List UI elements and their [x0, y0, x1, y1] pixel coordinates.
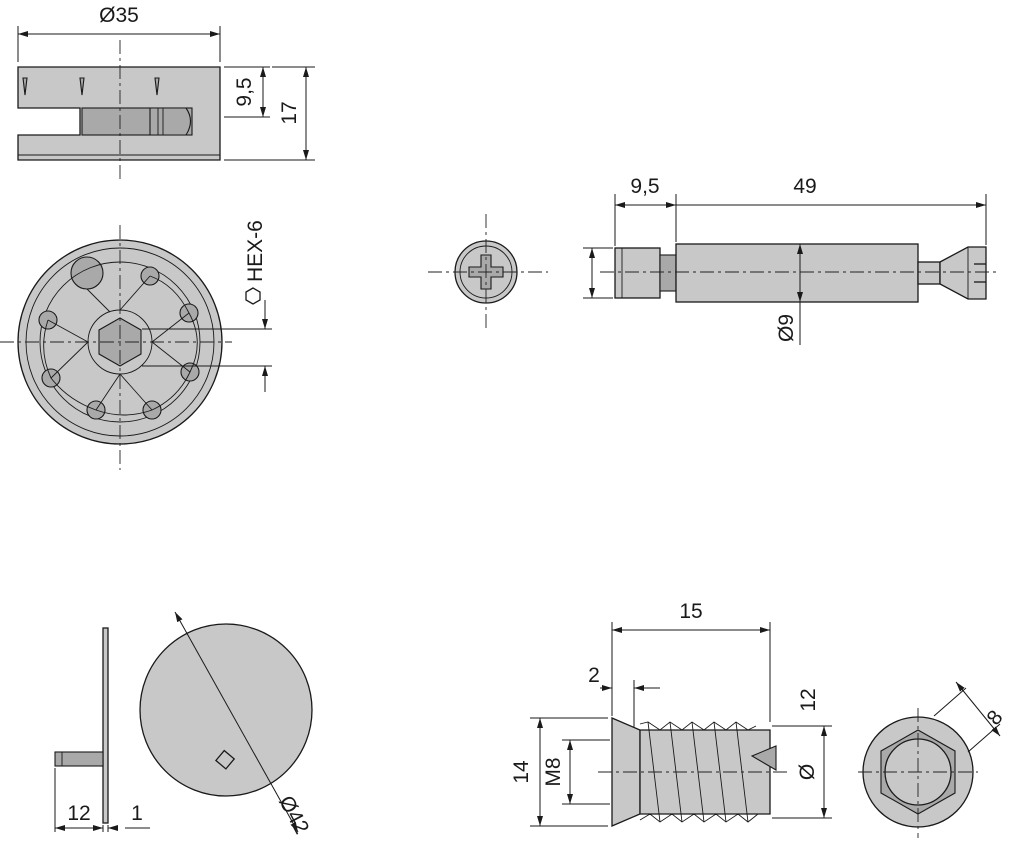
insert-hex-label: 8	[982, 706, 1007, 730]
insert-diameter-label: Ø	[796, 764, 819, 780]
bolt-diameter-label: Ø9	[775, 314, 798, 342]
dim-insert-thread: M8	[542, 739, 610, 805]
dim-bolt-diameter: Ø9	[775, 244, 803, 345]
insert-height-label: 14	[510, 760, 533, 784]
dim-bolt-length: 49	[676, 175, 987, 245]
dim-cam-groove: 9,5	[224, 66, 270, 118]
dim-insert-head: 2	[588, 664, 660, 728]
dim-bolt-thread: 9,5	[614, 175, 677, 246]
bolt-thread-label: 9,5	[630, 175, 659, 198]
cap-front-view: Ø42	[139, 611, 313, 838]
cap-offset-label: 12	[67, 802, 90, 825]
dim-insert-diameter: Ø 12	[772, 688, 832, 819]
cam-groove-label: 9,5	[233, 77, 256, 106]
bolt-side-view	[600, 243, 998, 303]
cam-side-view	[17, 40, 221, 182]
insert-side-view	[598, 717, 790, 827]
cap-diameter-label: Ø42	[274, 792, 313, 838]
dim-cap-offset: 12	[54, 768, 104, 832]
hex-icon	[245, 287, 261, 305]
dim-insert-length: 15	[611, 600, 771, 722]
insert-end-view	[858, 708, 978, 838]
dim-insert-height: 14	[510, 717, 608, 827]
insert-thread-label: M8	[542, 757, 565, 786]
bolt-end-view	[428, 214, 548, 332]
dim-cam-diameter: Ø35	[17, 4, 221, 62]
dim-bolt-thread-height	[583, 247, 613, 299]
dim-cam-height: 17	[224, 66, 315, 161]
insert-head-label: 2	[588, 664, 600, 687]
dim-hex-key: HEX-6	[142, 220, 272, 392]
hex-key-label: HEX-6	[244, 220, 267, 282]
cap-thickness-label: 1	[131, 802, 143, 825]
cap-side-view	[54, 627, 109, 824]
bolt-length-label: 49	[793, 175, 816, 198]
cam-height-label: 17	[278, 101, 301, 124]
insert-major-label: 12	[797, 688, 820, 711]
cam-diameter-label: Ø35	[99, 4, 139, 27]
insert-length-label: 15	[679, 600, 702, 623]
cam-front-view	[0, 225, 232, 470]
dim-cap-thickness: 1	[107, 802, 150, 832]
